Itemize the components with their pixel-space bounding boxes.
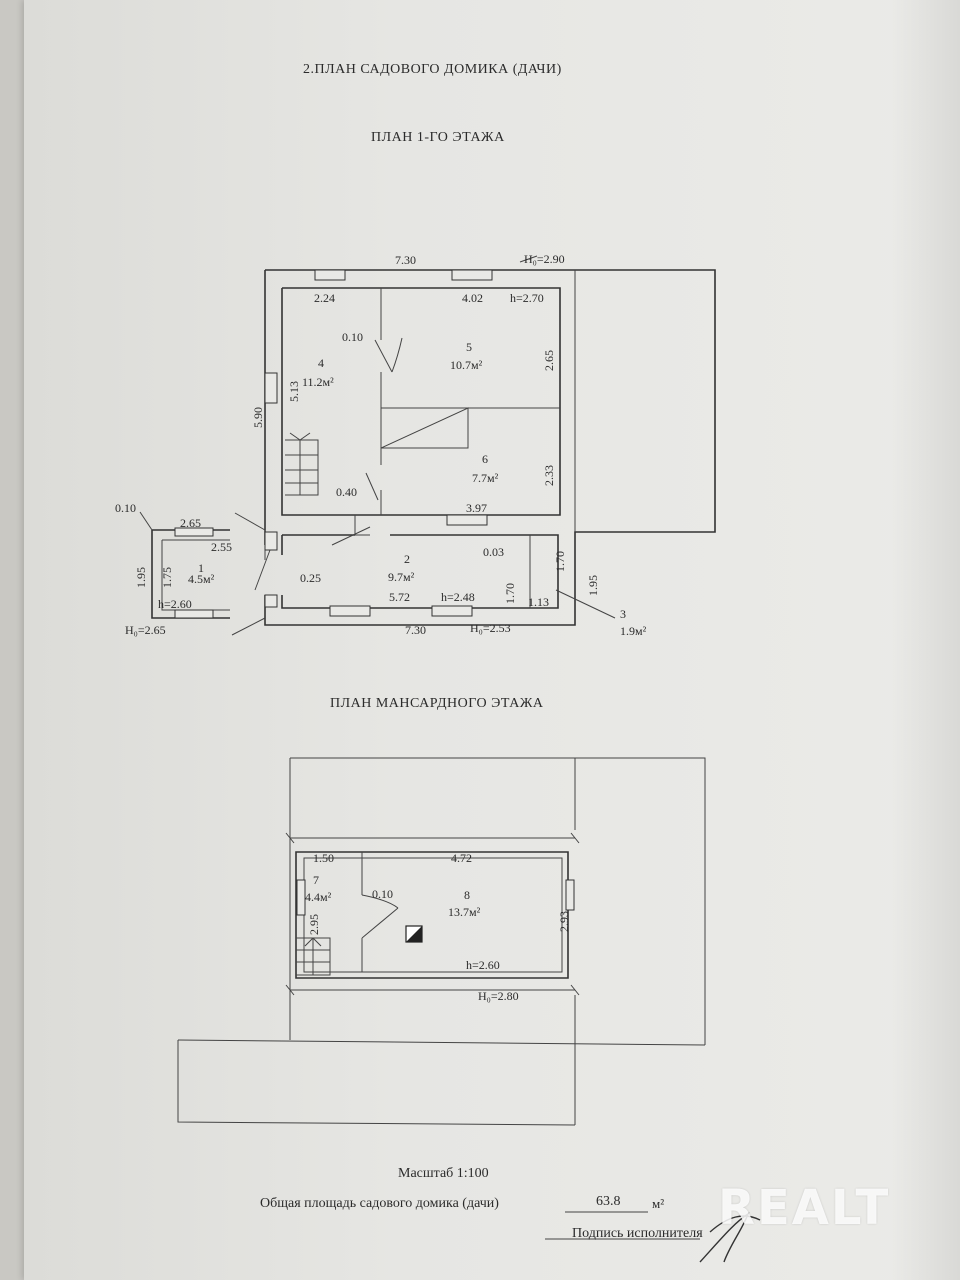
realt-watermark: REALT (718, 1180, 891, 1236)
room-5-area: 10.7м² (450, 358, 483, 372)
porch-dim-255: 2.55 (211, 540, 232, 554)
dim-224: 2.24 (314, 291, 335, 305)
attic-title: ПЛАН МАНСАРДНОГО ЭТАЖА (330, 696, 544, 711)
signature-scribble (699, 1212, 761, 1263)
dim-h270: h=2.70 (510, 291, 544, 305)
dim-025: 0.25 (300, 571, 321, 585)
dim-513: 5.13 (287, 381, 301, 402)
attic-dim-472: 4.72 (451, 851, 472, 865)
dim-265-vertical: 2.65 (542, 350, 556, 371)
dim-572: 5.72 (389, 590, 410, 604)
porch-dim-h260: h=2.60 (158, 597, 192, 611)
dim-233: 2.33 (542, 465, 556, 486)
dim-170: 1.70 (503, 583, 517, 604)
room-8-area: 13.7м² (448, 905, 481, 919)
dim-bottom-height: H₀=2.53 (470, 621, 511, 635)
floor1-title: ПЛАН 1-ГО ЭТАЖА (371, 130, 505, 145)
room-5-number: 5 (466, 340, 472, 354)
room-4-number: 4 (318, 356, 324, 370)
dim-outer-height: H₀=2.90 (524, 252, 565, 266)
floor1-rooms: 4 11.2м² 5 10.7м² 6 7.7м² 2 9.7м² 3 1.9м… (302, 340, 647, 638)
dim-397: 3.97 (466, 501, 487, 515)
total-area-unit: м² (652, 1196, 665, 1211)
dim-195: 1.95 (586, 575, 600, 596)
room-3-number: 3 (620, 607, 626, 621)
porch-dim-195: 1.95 (134, 567, 148, 588)
document-sheet (24, 0, 960, 1280)
total-area-label: Общая площадь садового домика (дачи) (260, 1196, 499, 1211)
porch-dim-010: 0.10 (115, 501, 136, 515)
porch-dim-265: 2.65 (180, 516, 201, 530)
attic-walls (177, 757, 706, 1126)
room-1-area: 4.5м² (188, 572, 215, 586)
dim-h248: h=2.48 (441, 590, 475, 604)
footer-lines (545, 1211, 761, 1263)
attic-dim-010: 0.10 (372, 887, 393, 901)
floor1-walls (231, 255, 716, 636)
room-2-number: 2 (404, 552, 410, 566)
porch-dim-175: 1.75 (160, 567, 174, 588)
attic-dim-150: 1.50 (313, 851, 334, 865)
document-title: 2.ПЛАН САДОВОГО ДОМИКА (ДАЧИ) (303, 62, 562, 77)
room-6-number: 6 (482, 452, 488, 466)
dim-040: 0.40 (336, 485, 357, 499)
room-4-area: 11.2м² (302, 375, 334, 389)
dim-010: 0.10 (342, 330, 363, 344)
scale-label: Масштаб 1:100 (398, 1166, 489, 1181)
room-6-area: 7.7м² (472, 471, 499, 485)
dim-mid-170: 1.70 (553, 551, 567, 572)
room-8-number: 8 (464, 888, 470, 902)
attic-dim-293: 2.93 (557, 911, 571, 932)
porch-dim-H265: H₀=2.65 (125, 623, 166, 637)
attic-dim-H280: H₀=2.80 (478, 989, 519, 1003)
room-3-area: 1.9м² (620, 624, 647, 638)
porch-walls (139, 511, 230, 619)
dim-bottom-width: 7.30 (405, 623, 426, 637)
room-7-number: 7 (313, 873, 319, 887)
floor1-dimensions: 7.30 H₀=2.90 2.24 4.02 h=2.70 0.10 5.90 … (251, 252, 600, 637)
porch-dimensions: 0.10 2.65 2.55 1.95 1.75 1 4.5м² h=2.60 … (115, 501, 232, 637)
attic-dim-295: 2.95 (307, 914, 321, 935)
room-1-number: 1 (198, 561, 204, 575)
dim-003: 0.03 (483, 545, 504, 559)
dim-402: 4.02 (462, 291, 483, 305)
attic-dimensions: 1.50 4.72 0.10 2.95 2.93 h=2.60 H₀=2.80 … (305, 851, 571, 1003)
total-area-value: 63.8 (596, 1194, 621, 1209)
room-2-area: 9.7м² (388, 570, 415, 584)
dim-top-width: 7.30 (395, 253, 416, 267)
attic-dim-h260: h=2.60 (466, 958, 500, 972)
room-7-area: 4.4м² (305, 890, 332, 904)
dim-left-height: 5.90 (251, 407, 265, 428)
signature-label: Подпись исполнителя (572, 1226, 703, 1241)
dim-113: 1.13 (528, 595, 549, 609)
paper-shadow (890, 0, 960, 1280)
